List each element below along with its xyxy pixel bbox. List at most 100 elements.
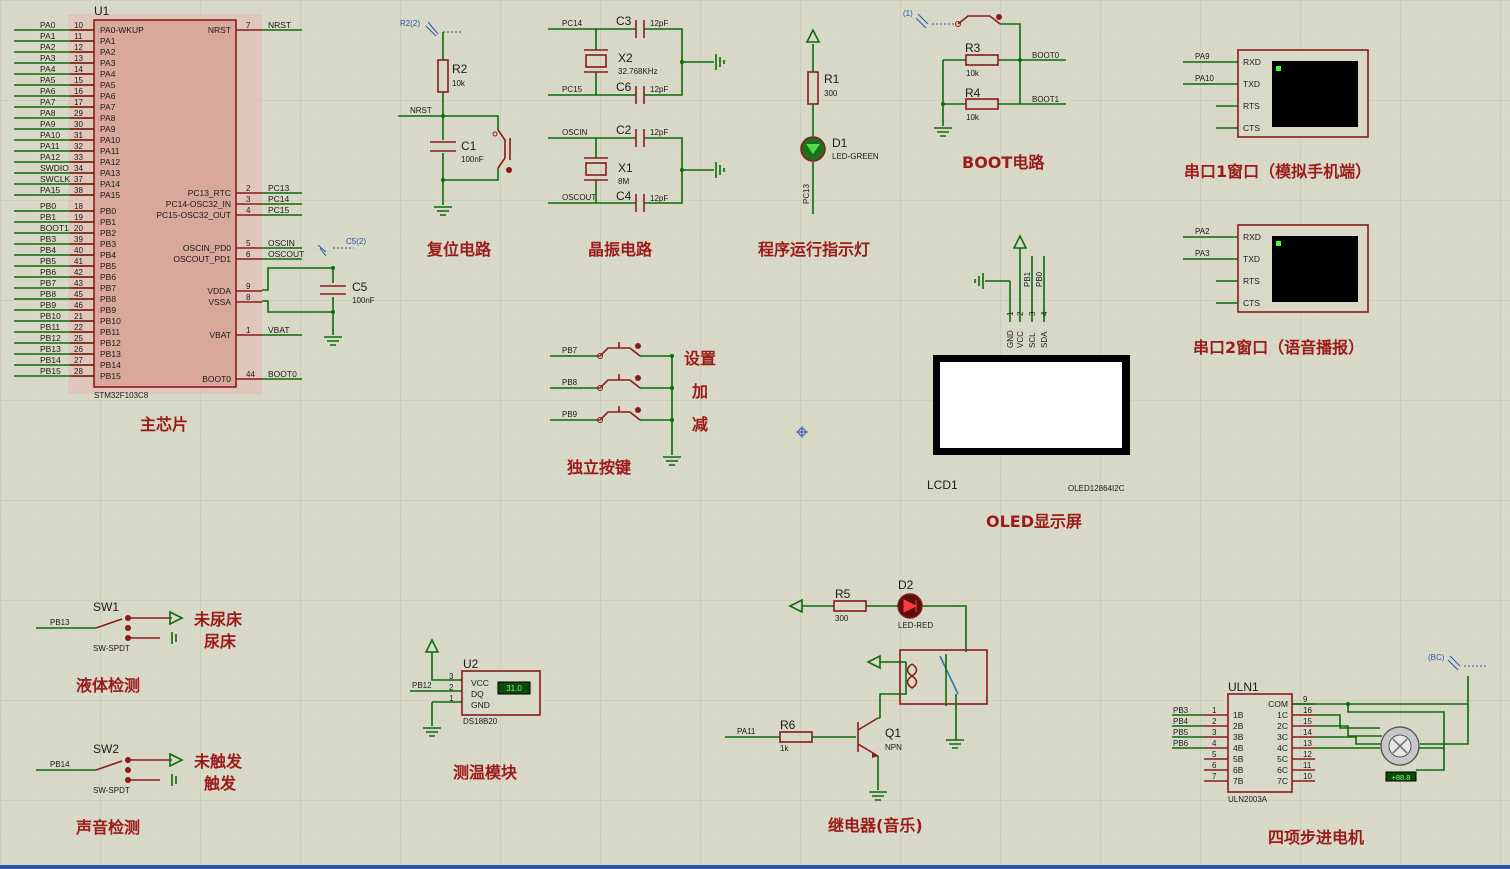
- mcu-right-net-label: PC15: [268, 205, 290, 215]
- r2-value: 10k: [452, 79, 466, 88]
- motor-readout[interactable]: +88.8: [1392, 773, 1411, 782]
- mcu-right-pin-number: 6: [246, 250, 251, 259]
- sw2-label-trig: 触发: [203, 774, 237, 793]
- mcu-left-pin-number: 28: [74, 367, 83, 376]
- uln-probe: (BC): [1428, 653, 1445, 662]
- mcu-left-pin-number: 13: [74, 54, 83, 63]
- block-label-stepper: 四项步进电机: [1268, 828, 1364, 847]
- resistor-r4: [965, 98, 999, 110]
- sw1-pb13: PB13: [50, 618, 70, 627]
- block-label-boot: BOOT电路: [962, 153, 1045, 172]
- mcu-left-pin-name: PA7: [100, 102, 116, 112]
- u2-temp-readout[interactable]: 31.0: [506, 684, 522, 693]
- mcu-left-pin-name: PA3: [100, 58, 116, 68]
- mcu-left-pin-name: PB15: [100, 371, 121, 381]
- mcu-left-net-label: PA6: [40, 86, 56, 96]
- ds18b20-u2[interactable]: PB12 U2 VCC DQ GND 3 2 1 31.0 DS18B20: [410, 638, 541, 737]
- capacitor-c5[interactable]: C5 100nF C5(2): [262, 237, 375, 346]
- block-label-reset: 复位电路: [426, 240, 492, 259]
- mcu-left-net-label: PB14: [40, 355, 61, 365]
- uln-right-pin-number: 14: [1303, 728, 1312, 737]
- mcu-left-pin-name: PA6: [100, 91, 116, 101]
- c2-value: 12pF: [650, 128, 668, 137]
- uln-right-pin-number: 11: [1303, 761, 1312, 770]
- mcu-left-pin-number: 10: [74, 21, 83, 30]
- mcu-left-net-label: PA4: [40, 64, 56, 74]
- oled-pin-name: GND: [1006, 330, 1015, 348]
- mcu-left-net-label: PA12: [40, 152, 60, 162]
- mcu-left-pin-number: 16: [74, 87, 83, 96]
- mcu-right-pin-number: 8: [246, 293, 251, 302]
- block-label-temp: 测温模块: [453, 763, 518, 782]
- reset-circuit[interactable]: R2(2) R2 10k NRST C1 100nF: [398, 19, 512, 216]
- mcu-left-pin-number: 21: [74, 312, 83, 321]
- mcu-left-net-label: PB15: [40, 366, 61, 376]
- mcu-left-pin-number: 34: [74, 164, 83, 173]
- indicator-led-circuit[interactable]: R1 300 D1 LED-GREEN PC13: [800, 28, 879, 214]
- uln-right-pin-name: COM: [1268, 699, 1288, 709]
- sw1-ref: SW1: [93, 600, 119, 614]
- mcu-left-pin-number: 37: [74, 175, 83, 184]
- mcu-left-net-label: PB5: [40, 256, 56, 266]
- relay-circuit[interactable]: R5 300 D2 LED-RED PA11 R6 1k Q1 NPN: [725, 578, 988, 801]
- mcu-right-pin-name: NRST: [208, 25, 231, 35]
- c3-value: 12pF: [650, 19, 668, 28]
- uln-right-pin-name: 6C: [1277, 765, 1288, 775]
- mcu-left-pin-number: 26: [74, 345, 83, 354]
- mcu-left-pin-number: 32: [74, 142, 83, 151]
- mcu-left-pin-number: 45: [74, 290, 83, 299]
- mcu-part: STM32F103C8: [94, 391, 149, 400]
- mcu-left-pin-number: 18: [74, 202, 83, 211]
- switch-sw1[interactable]: SW1 SW-SPDT PB13 未尿床 尿床: [36, 600, 243, 653]
- sw1-label-wet: 尿床: [204, 632, 237, 651]
- uln-left-pin-number: 3: [1212, 728, 1217, 737]
- boot-circuit[interactable]: (1) R3 10k R4 10k BOOT0 BOOT1: [903, 9, 1066, 137]
- x1-value: 8M: [618, 177, 629, 186]
- uln-right-pin-name: 4C: [1277, 743, 1288, 753]
- r4-ref: R4: [965, 86, 981, 100]
- mcu-left-pin-name: PA1: [100, 36, 116, 46]
- uln-right-pin-name: 7C: [1277, 776, 1288, 786]
- mcu-left-pin-name: PA8: [100, 113, 116, 123]
- mcu-left-pin-number: 43: [74, 279, 83, 288]
- uln-right-pin-name: 5C: [1277, 754, 1288, 764]
- mcu-left-pin-name: PB13: [100, 349, 121, 359]
- mcu-right-pin-number: 3: [246, 195, 251, 204]
- uln-left-pin-name: 3B: [1233, 732, 1244, 742]
- r2-ref: R2: [452, 62, 468, 76]
- q1-value: NPN: [885, 743, 902, 752]
- uln-left-pin-name: 2B: [1233, 721, 1244, 731]
- mcu-left-pin-name: PB1: [100, 217, 116, 227]
- mcu-right-pin-name: PC13_RTC: [188, 188, 231, 198]
- mcu-left-net-label: PB6: [40, 267, 56, 277]
- mcu-left-pin-name: PB6: [100, 272, 116, 282]
- uart2-terminal[interactable]: PA2 PA3 RXD TXD RTS CTS: [1183, 224, 1369, 313]
- bottom-scroll-strip[interactable]: [0, 865, 1510, 869]
- mcu-left-net-label: PA7: [40, 97, 56, 107]
- sw1-part: SW-SPDT: [93, 644, 130, 653]
- u2-pb12: PB12: [412, 681, 432, 690]
- uart2-txd: TXD: [1243, 254, 1260, 264]
- uart1-terminal[interactable]: PA9 PA10 RXD TXD RTS CTS: [1183, 49, 1369, 138]
- oled-pin-number: 4: [1040, 311, 1049, 316]
- mcu-right-pin-number: 2: [246, 184, 251, 193]
- c1-value: 100nF: [461, 155, 484, 164]
- oled-pin-name: SDA: [1040, 331, 1049, 348]
- mcu-left-net-label: PB10: [40, 311, 61, 321]
- mcu-right-pin-name: PC14-OSC32_IN: [166, 199, 231, 209]
- mcu-left-pin-name: PB8: [100, 294, 116, 304]
- boot0-label: BOOT0: [1032, 51, 1060, 60]
- u2-part: DS18B20: [463, 717, 498, 726]
- oled-screen: [940, 362, 1122, 448]
- uln-right-pin-number: 13: [1303, 739, 1312, 748]
- sw1-label-not-wet: 未尿床: [193, 610, 243, 629]
- c5-probe: C5(2): [346, 237, 366, 246]
- uart2-pa2: PA2: [1195, 227, 1210, 236]
- switch-sw2[interactable]: SW2 SW-SPDT PB14 未触发 触发: [36, 742, 243, 795]
- x2-ref: X2: [618, 51, 633, 65]
- crystal-circuit[interactable]: PC14 PC15 C3 12pF C6 12pF X2 32.768KHz O…: [548, 14, 725, 212]
